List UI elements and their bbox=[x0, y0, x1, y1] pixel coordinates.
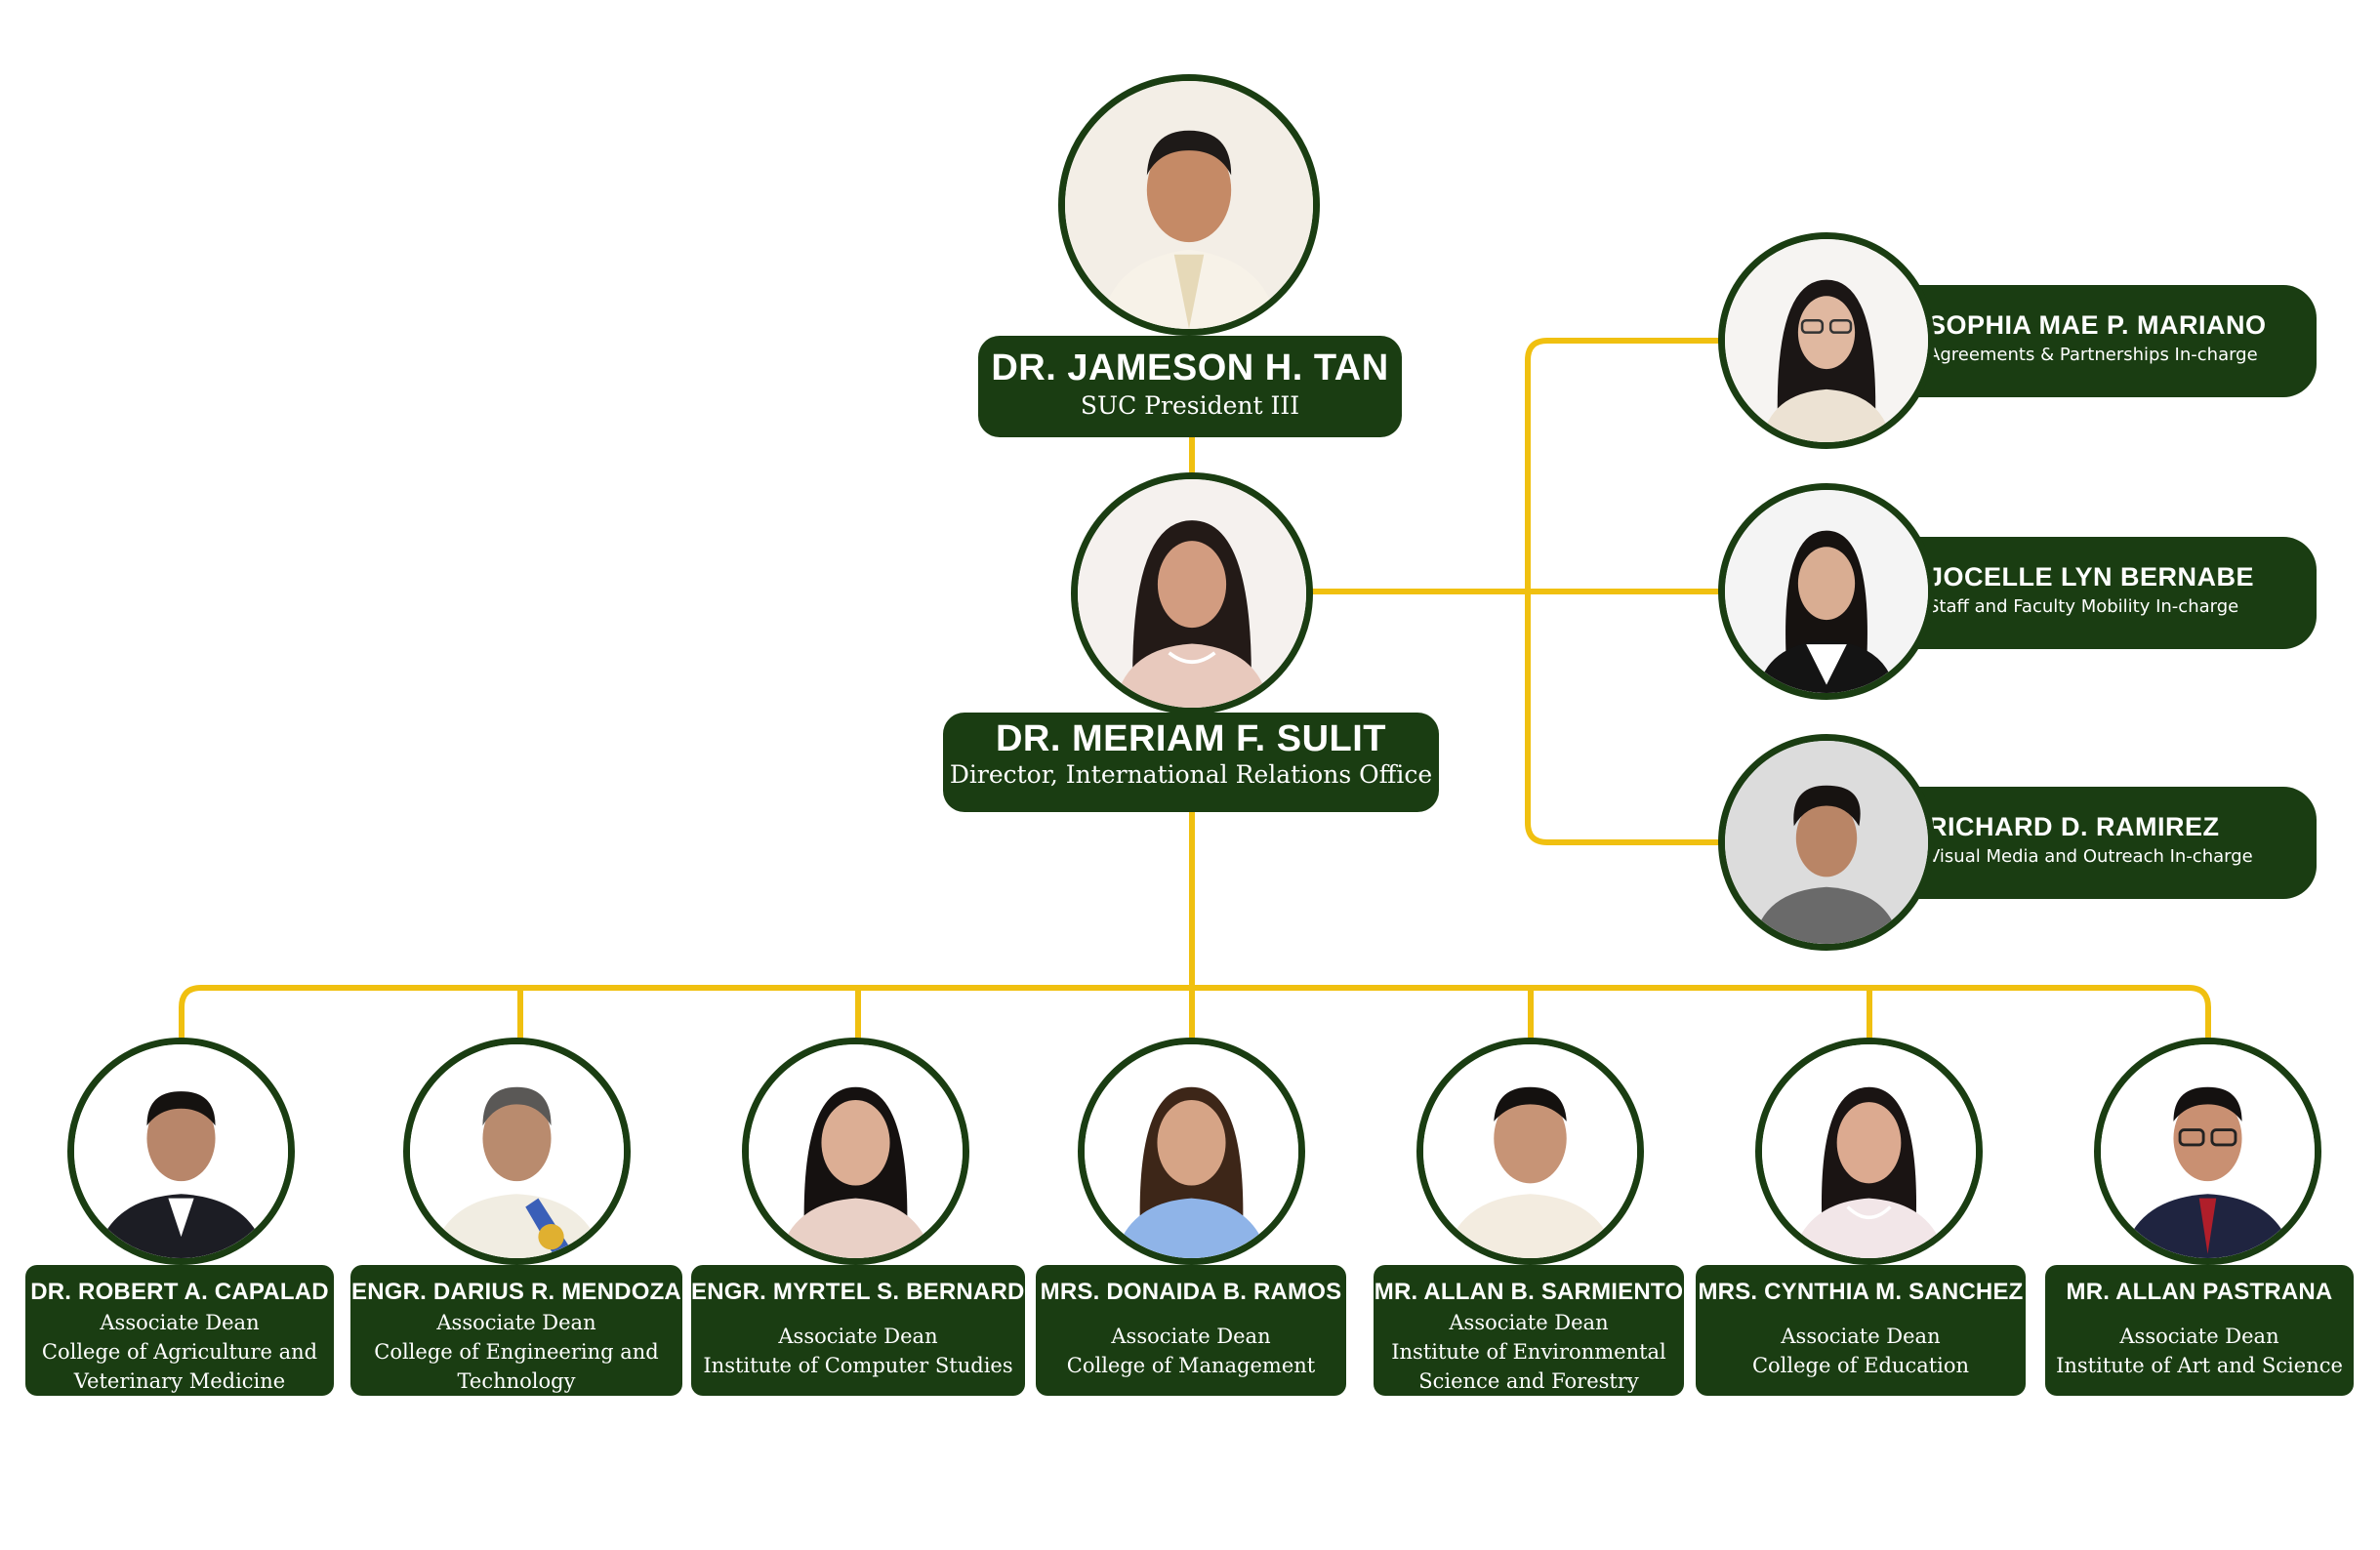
dean-photo-5 bbox=[1416, 1038, 1644, 1265]
person-portrait-icon bbox=[1423, 1044, 1637, 1258]
dean-card-4: MRS. DONAIDA B. RAMOS Associate Dean Col… bbox=[1036, 1265, 1346, 1396]
director-title: Director, International Relations Office bbox=[949, 760, 1433, 789]
dean-card-1: DR. ROBERT A. CAPALAD Associate Dean Col… bbox=[25, 1265, 334, 1396]
dean-title: Associate Dean bbox=[1111, 1325, 1271, 1348]
dean-name: DR. ROBERT A. CAPALAD bbox=[30, 1279, 329, 1305]
dean-title: Associate Dean bbox=[1781, 1325, 1941, 1348]
person-portrait-icon bbox=[1725, 239, 1928, 442]
person-portrait-icon bbox=[749, 1044, 963, 1258]
person-portrait-icon bbox=[2101, 1044, 2315, 1258]
person-portrait-icon bbox=[410, 1044, 624, 1258]
person-portrait-icon bbox=[74, 1044, 288, 1258]
dean-unit-line: Institute of Art and Science bbox=[2056, 1354, 2343, 1377]
president-card: DR. JAMESON H. TAN SUC President III bbox=[978, 336, 1402, 437]
president-name: DR. JAMESON H. TAN bbox=[991, 347, 1389, 388]
person-portrait-icon bbox=[1725, 490, 1928, 693]
person-portrait-icon bbox=[1078, 479, 1306, 708]
dean-title: Associate Dean bbox=[2119, 1325, 2279, 1348]
dean-name: MR. ALLAN PASTRANA bbox=[2066, 1279, 2333, 1305]
director-card: DR. MERIAM F. SULIT Director, Internatio… bbox=[943, 713, 1439, 812]
dean-name: MR. ALLAN B. SARMIENTO bbox=[1374, 1279, 1684, 1305]
dean-title: Associate Dean bbox=[436, 1311, 596, 1334]
person-portrait-icon bbox=[1725, 741, 1928, 944]
dean-photo-7 bbox=[2094, 1038, 2321, 1265]
dean-photo-2 bbox=[403, 1038, 631, 1265]
staff-title: Visual Media and Outreach In-charge bbox=[1928, 846, 2253, 867]
dean-unit-line: Veterinary Medicine bbox=[73, 1369, 286, 1393]
dean-name: ENGR. MYRTEL S. BERNARDO bbox=[691, 1279, 1044, 1305]
staff-card-1: SOPHIA MAE P. MARIANO Agreements & Partn… bbox=[1869, 285, 2317, 397]
dean-title: Associate Dean bbox=[778, 1325, 938, 1348]
dean-card-5: MR. ALLAN B. SARMIENTO Associate Dean In… bbox=[1374, 1265, 1684, 1396]
dean-unit-line: Institute of Computer Studies bbox=[703, 1354, 1013, 1377]
dean-card-2: ENGR. DARIUS R. MENDOZA Associate Dean C… bbox=[350, 1265, 682, 1396]
staff-photo-2 bbox=[1718, 483, 1935, 700]
dean-unit-line: College of Management bbox=[1066, 1354, 1316, 1377]
person-portrait-icon bbox=[1762, 1044, 1976, 1258]
staff-name: RICHARD D. RAMIREZ bbox=[1928, 812, 2220, 841]
dean-unit-line: College of Education bbox=[1751, 1354, 1970, 1377]
staff-card-2: JOCELLE LYN BERNABE Staff and Faculty Mo… bbox=[1869, 537, 2317, 649]
connector-deans-bus bbox=[179, 985, 2211, 1045]
dean-unit-line: Institute of Environmental bbox=[1391, 1340, 1666, 1364]
person-portrait-icon bbox=[1065, 81, 1313, 329]
dean-card-6: MRS. CYNTHIA M. SANCHEZ Associate Dean C… bbox=[1696, 1265, 2026, 1396]
dean-unit-line: College of Engineering and bbox=[374, 1340, 659, 1364]
dean-unit-line: College of Agriculture and bbox=[41, 1340, 318, 1364]
dean-name: ENGR. DARIUS R. MENDOZA bbox=[351, 1279, 681, 1305]
dean-title: Associate Dean bbox=[100, 1311, 260, 1334]
director-photo bbox=[1071, 472, 1313, 714]
dean-photo-1 bbox=[67, 1038, 295, 1265]
staff-photo-3 bbox=[1718, 734, 1935, 951]
president-title: SUC President III bbox=[1080, 391, 1300, 420]
staff-title: Agreements & Partnerships In-charge bbox=[1928, 345, 2258, 365]
dean-photo-3 bbox=[742, 1038, 969, 1265]
staff-name: SOPHIA MAE P. MARIANO bbox=[1928, 310, 2267, 340]
dean-unit-line: Science and Forestry bbox=[1418, 1369, 1639, 1393]
dean-name: MRS. CYNTHIA M. SANCHEZ bbox=[1698, 1279, 2024, 1305]
staff-photo-1 bbox=[1718, 232, 1935, 449]
dean-card-3: ENGR. MYRTEL S. BERNARDO Associate Dean … bbox=[691, 1265, 1044, 1396]
president-photo bbox=[1058, 74, 1320, 336]
director-name: DR. MERIAM F. SULIT bbox=[995, 718, 1387, 759]
staff-card-3: RICHARD D. RAMIREZ Visual Media and Outr… bbox=[1869, 787, 2317, 899]
dean-unit-line: Technology bbox=[457, 1369, 576, 1393]
dean-name: MRS. DONAIDA B. RAMOS bbox=[1040, 1279, 1342, 1305]
dean-title: Associate Dean bbox=[1449, 1311, 1609, 1334]
dean-card-7: MR. ALLAN PASTRANA Associate Dean Instit… bbox=[2045, 1265, 2354, 1396]
dean-photo-6 bbox=[1755, 1038, 1983, 1265]
person-portrait-icon bbox=[1085, 1044, 1298, 1258]
dean-photo-4 bbox=[1078, 1038, 1305, 1265]
staff-name: JOCELLE LYN BERNABE bbox=[1928, 562, 2255, 591]
staff-title: Staff and Faculty Mobility In-charge bbox=[1928, 596, 2239, 617]
